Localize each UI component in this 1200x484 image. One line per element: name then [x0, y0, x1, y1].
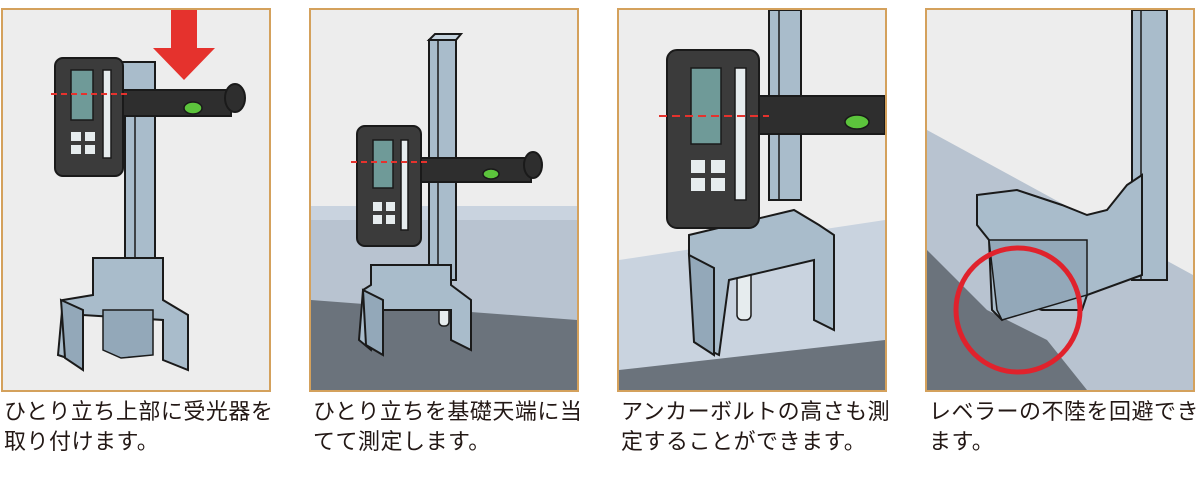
step-4-illustration	[927, 10, 1193, 390]
stand-base	[357, 264, 472, 357]
mount-arm	[758, 95, 885, 135]
step-3-illustration	[619, 10, 885, 390]
laser-receiver	[51, 57, 128, 177]
level-vial-icon	[482, 168, 500, 180]
mount-arm	[112, 83, 246, 117]
level-vial-icon	[844, 114, 870, 130]
level-vial-icon	[183, 101, 203, 115]
step-3-caption: アンカーボルトの高さも測定することができます。	[621, 400, 891, 455]
leveler-plate	[976, 173, 1143, 322]
down-arrow-icon	[153, 10, 215, 80]
highlight-circle-icon	[953, 245, 1083, 375]
step-2-caption: ひとり立ちを基礎天端に当てて測定します。	[313, 400, 583, 455]
step-1-panel	[1, 8, 271, 392]
step-2-panel	[309, 8, 579, 392]
step-2-illustration	[311, 10, 577, 390]
stand-base	[687, 208, 835, 357]
step-3-panel	[617, 8, 887, 392]
receiver-display	[690, 67, 722, 145]
stand-base	[56, 257, 189, 372]
mount-arm	[418, 151, 543, 183]
laser-receiver	[659, 49, 769, 229]
step-4-panel	[925, 8, 1195, 392]
step-1-caption: ひとり立ち上部に受光器を取り付けます。	[4, 400, 274, 455]
receiver-display	[372, 139, 394, 189]
step-1-illustration	[3, 10, 269, 390]
laser-receiver	[351, 125, 429, 247]
step-4-caption: レベラーの不陸を回避できます。	[929, 400, 1200, 455]
